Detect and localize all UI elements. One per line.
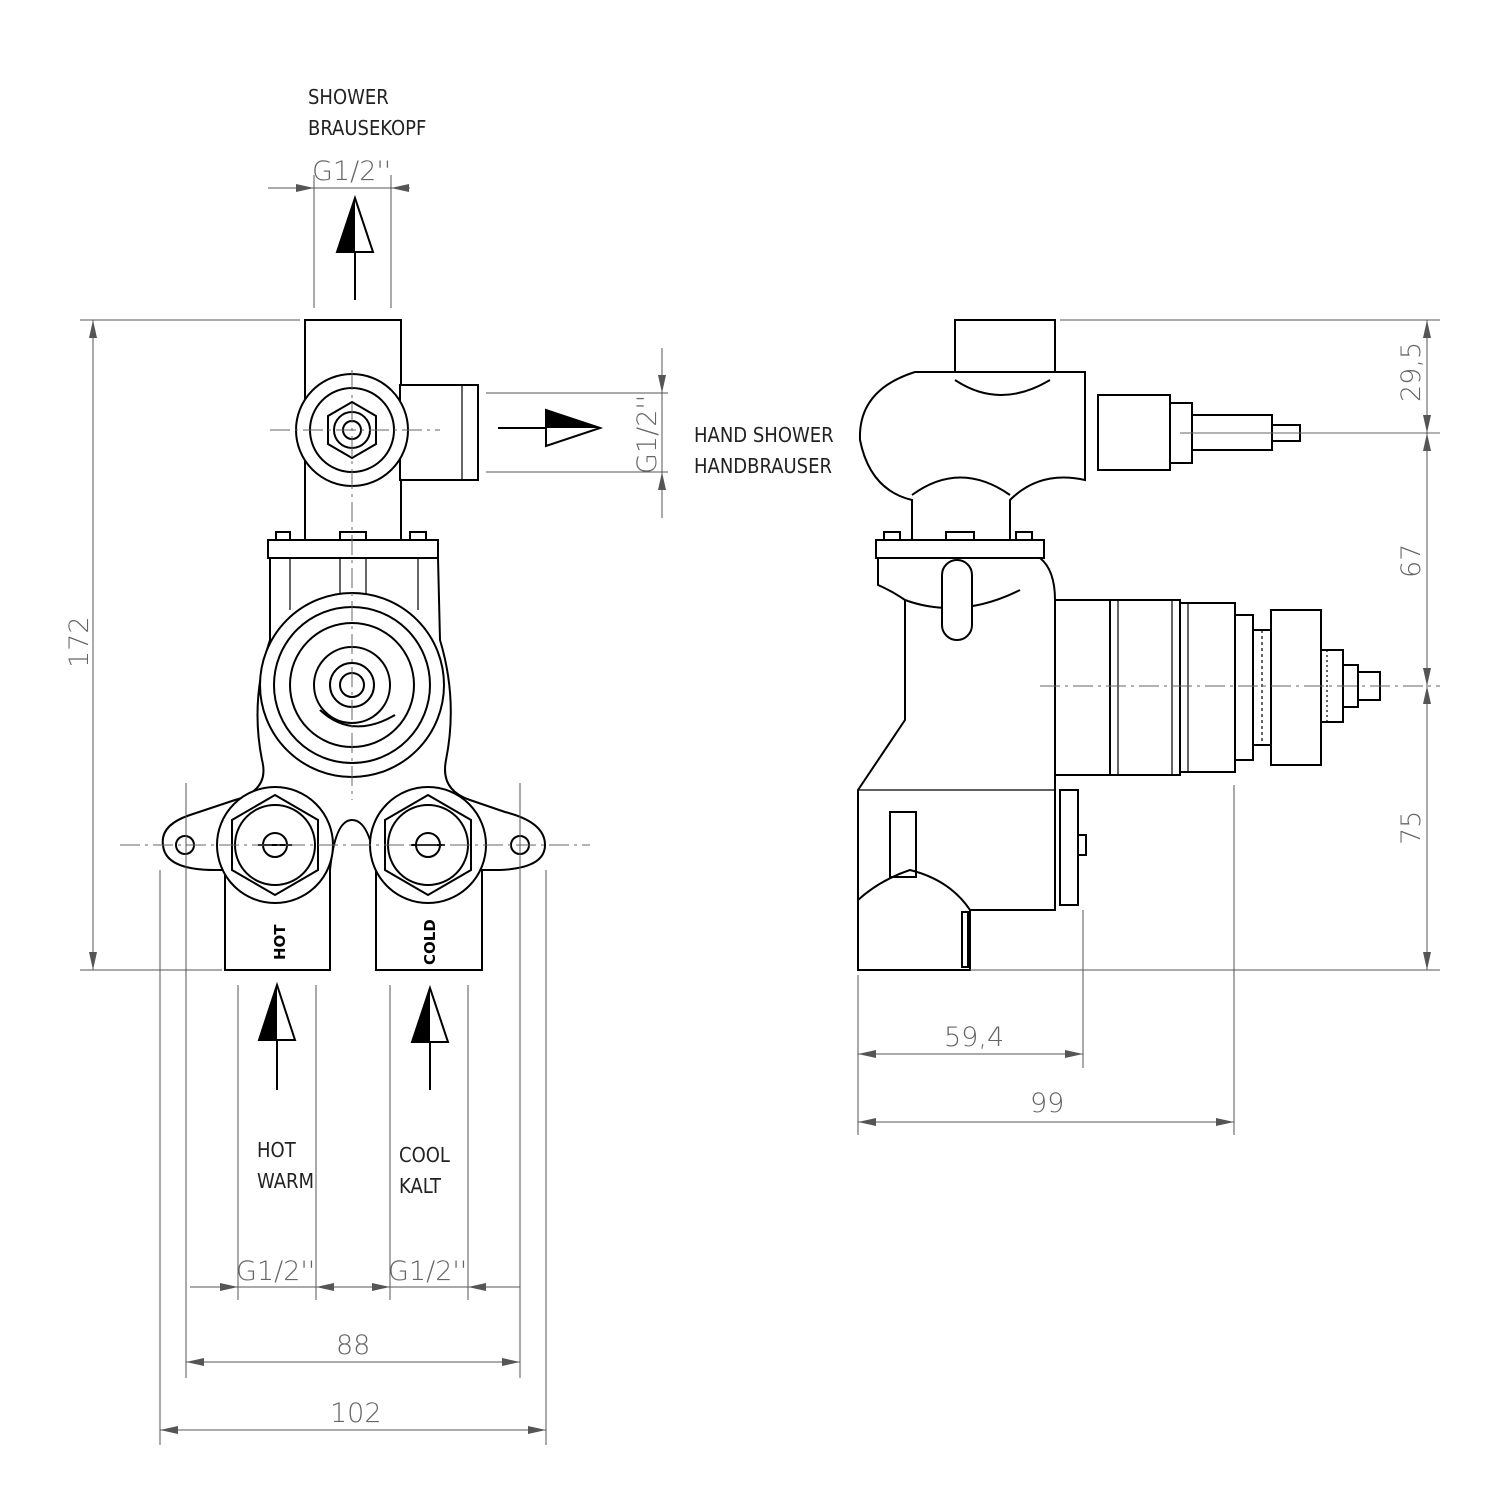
label-warm: WARM [257,1169,314,1193]
front-view: HOT COLD [120,319,590,971]
side-cartridge-sleeve [1054,599,1111,776]
dim-right-29: 29,5 [1396,342,1427,402]
dim-thread-top: G1/2'' [312,156,391,187]
side-cartridge-cap [1270,609,1322,766]
label-cool: COOL [399,1143,450,1167]
label-hand-shower: HAND SHOWER [694,423,834,447]
label-kalt: KALT [399,1174,442,1198]
side-outlet-pipe [399,384,479,481]
dim-thread-hot: G1/2'' [236,1256,315,1287]
side-flange-plate [875,539,1045,559]
dim-width-88: 88 [336,1330,370,1361]
label-handbrauser: HANDBRAUSER [694,454,832,478]
dim-right-75: 75 [1396,811,1427,845]
cast-cold-label: COLD [421,919,439,965]
text-labels: SHOWER BRAUSEKOPF HAND SHOWER HANDBRAUSE… [64,85,1427,1429]
dim-depth-59: 59,4 [944,1022,1004,1053]
dim-width-102: 102 [330,1398,382,1429]
front-dimensions [80,175,668,1445]
label-brausekopf: BRAUSEKOPF [308,116,426,140]
side-outlet-boss [1097,394,1171,471]
dim-right-67: 67 [1396,544,1427,578]
dim-depth-99: 99 [1030,1088,1064,1119]
upper-hex-nut [327,400,377,460]
dim-height-total: 172 [64,616,95,668]
dim-thread-side: G1/2'' [632,395,663,474]
side-view [857,319,1440,971]
label-hot: HOT [257,1138,297,1162]
flange-plate [267,539,439,559]
side-upper-housing [858,371,1086,541]
side-lug [889,811,917,878]
label-shower: SHOWER [308,85,389,109]
side-dimensions [857,319,1440,1135]
side-top-pipe [954,319,1056,381]
dim-thread-cold: G1/2'' [388,1256,467,1287]
flow-arrows [257,194,604,1090]
cast-hot-label: HOT [271,924,289,960]
